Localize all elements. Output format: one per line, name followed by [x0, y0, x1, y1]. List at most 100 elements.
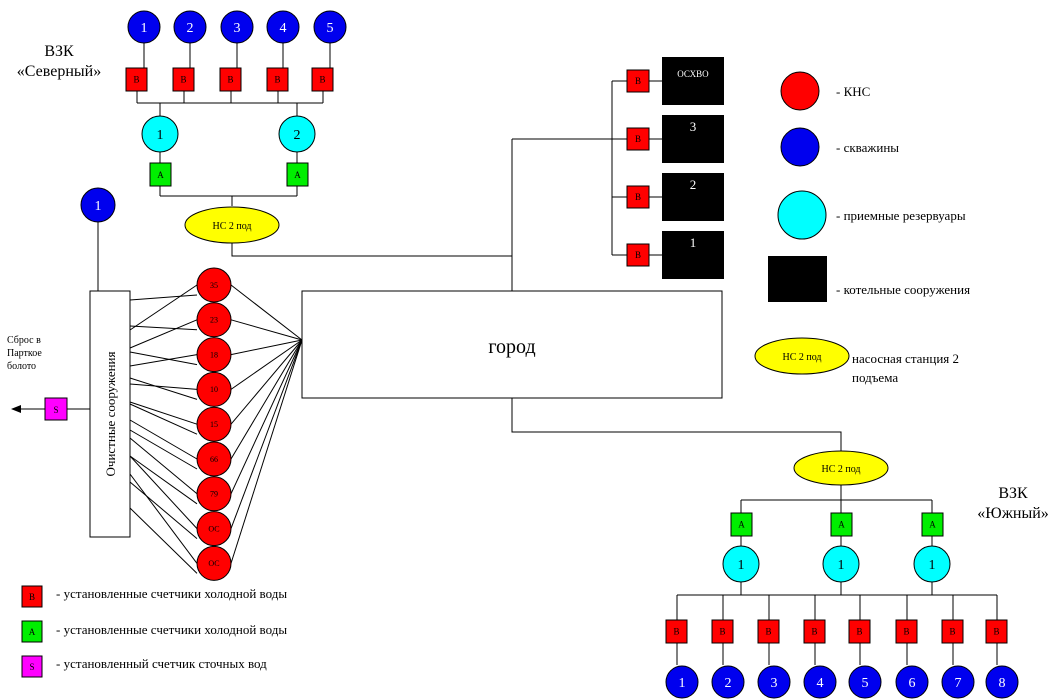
boiler-unit: B1	[626, 231, 724, 279]
north-well-circle	[220, 10, 254, 44]
kns-station-label: ОС	[208, 559, 219, 568]
reservoir-label: 1	[157, 128, 164, 143]
boiler-meter-b: B	[626, 69, 650, 93]
boiler-label: ОСХВО	[677, 69, 709, 79]
south-meter-b-label: B	[673, 627, 679, 637]
pump-station-label: НС 2 под	[212, 221, 251, 232]
south-reservoir-label: 1	[838, 558, 845, 573]
kns-station-circle	[196, 545, 232, 581]
pump-station-ellipse	[793, 450, 889, 486]
treatment-well: 1	[80, 187, 116, 223]
north-meter-b-box	[219, 67, 242, 92]
kns-station-circle	[196, 476, 232, 512]
south-well: 6	[895, 665, 929, 699]
south-well: 4	[803, 665, 837, 699]
south-well-circle	[757, 665, 791, 699]
south-reservoir-label: 1	[738, 558, 745, 573]
north-meter-a: A	[149, 162, 172, 187]
south-well-circle	[941, 665, 975, 699]
boiler-meter-b-box	[626, 69, 650, 93]
south-meter-b-label: B	[856, 627, 862, 637]
south-meter-a-box	[830, 512, 853, 537]
north-reservoir: 2	[278, 115, 316, 153]
north-meter-a: A	[286, 162, 309, 187]
south-meter-b-box	[985, 619, 1008, 644]
kns-station: 66	[196, 441, 232, 477]
boiler-meter-b-box	[626, 185, 650, 209]
boiler-box	[662, 173, 724, 221]
boiler: ОСХВО	[662, 57, 724, 105]
north-meter-b: B	[219, 67, 242, 92]
north-meter-b-label: B	[180, 75, 186, 85]
boiler-meter-b-label: B	[635, 76, 641, 86]
south-well: 5	[848, 665, 882, 699]
north-well-circle	[127, 10, 161, 44]
north-well: 3	[220, 10, 254, 44]
south-meter-b-box	[848, 619, 871, 644]
treatment-label: Очистные сооружения	[103, 352, 118, 477]
boiler-box	[662, 231, 724, 279]
city: город	[301, 290, 723, 399]
south-well: 8	[985, 665, 1019, 699]
south-meter-b-box	[803, 619, 826, 644]
south-meter-b-box	[711, 619, 734, 644]
south-well-label: 3	[771, 676, 778, 691]
north-well: 4	[266, 10, 300, 44]
north-well-circle	[173, 10, 207, 44]
south-reservoir-circle	[722, 545, 760, 583]
north-meter-b-box	[125, 67, 148, 92]
legend-meter-s-text: - установленный счетчик сточных вод	[56, 656, 267, 671]
south-well-circle	[711, 665, 745, 699]
legend-reservoir-text: - приемные резервуары	[836, 208, 966, 223]
pump-station-label: НС 2 под	[821, 464, 860, 475]
north-meter-b-label: B	[133, 75, 139, 85]
south-meter-a-label: A	[929, 520, 936, 530]
south-reservoir-label: 1	[929, 558, 936, 573]
south-reservoir: 1	[722, 545, 760, 583]
north-pump-station: НС 2 под	[184, 206, 280, 244]
north-title-line1: ВЗК	[44, 43, 74, 60]
kns-station: 35	[196, 267, 232, 303]
kns-station: ОС	[196, 511, 232, 547]
kns-station-circle	[196, 406, 232, 442]
pump-station-ellipse	[184, 206, 280, 244]
kns-station: 10	[196, 371, 232, 407]
legend-wells-symbol	[780, 127, 820, 167]
legend-meter-a-symbol-label: A	[29, 627, 36, 637]
south-meter-b: B	[665, 619, 688, 644]
south-meter-b: B	[711, 619, 734, 644]
kns-station: 18	[196, 337, 232, 373]
well-circle	[80, 187, 116, 223]
north-meter-b-label: B	[227, 75, 233, 85]
kns-station-circle	[196, 302, 232, 338]
kns-station-label: 18	[210, 350, 218, 359]
south-well-circle	[665, 665, 699, 699]
south-meter-a-box	[921, 512, 944, 537]
boiler-meter-b: B	[626, 243, 650, 267]
legend-right: - КНС - скважины - приемные резервуары -…	[754, 71, 970, 385]
south-well: 3	[757, 665, 791, 699]
legend-meter-a-symbol	[21, 620, 43, 643]
north-well-label: 2	[187, 21, 194, 36]
discharge-line3: болото	[7, 361, 36, 372]
legend-boiler-symbol	[768, 256, 827, 302]
boiler-meter-b-label: B	[635, 134, 641, 144]
well-label: 1	[95, 199, 102, 214]
north-well: 2	[173, 10, 207, 44]
south-meter-a: A	[830, 512, 853, 537]
north-meter-b: B	[125, 67, 148, 92]
meter-a-box	[286, 162, 309, 187]
legend-kns-text: - КНС	[836, 84, 870, 99]
legend-ps-symbol	[754, 337, 850, 375]
kns-station-circle	[196, 441, 232, 477]
south-meter-a: A	[921, 512, 944, 537]
kns-station-label: 35	[210, 281, 218, 290]
legend-meter-b-symbol-label: B	[29, 592, 35, 602]
reservoir-circle	[141, 115, 179, 153]
south-meter-b-box	[757, 619, 780, 644]
south-meter-b: B	[941, 619, 964, 644]
kns-station-label: 15	[210, 420, 218, 429]
kns-station-circle	[196, 511, 232, 547]
south-meter-b: B	[848, 619, 871, 644]
boiler-unit: B2	[626, 173, 724, 221]
